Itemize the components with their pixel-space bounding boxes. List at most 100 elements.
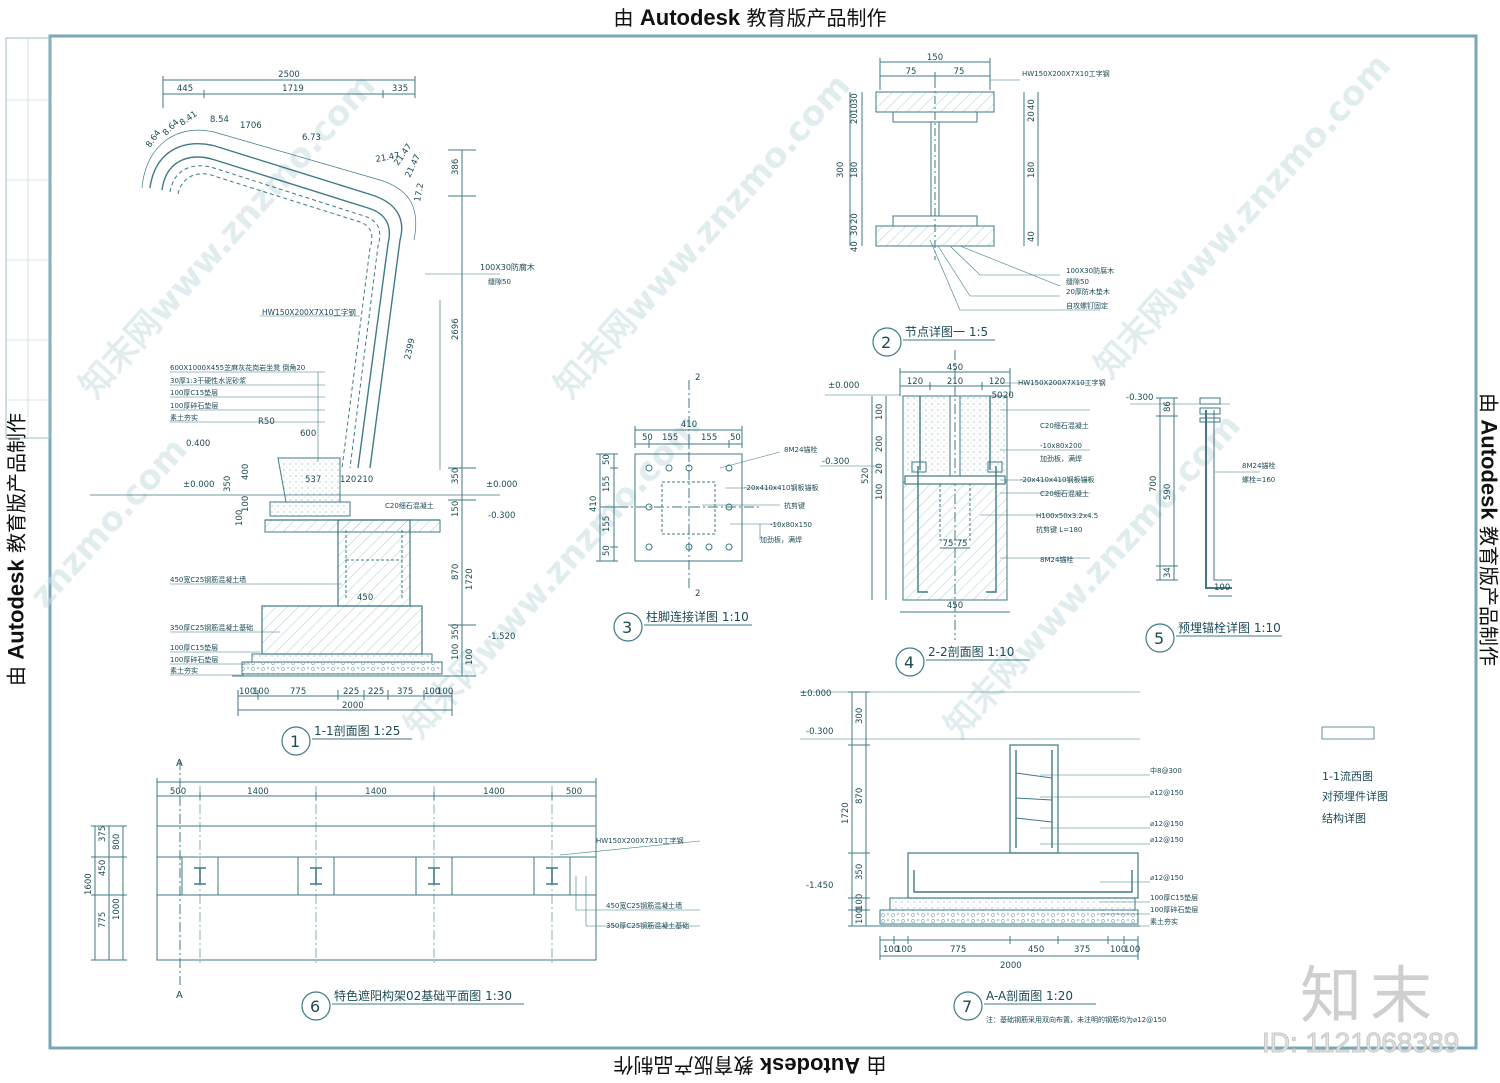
- d6-left-dim-4: 1000: [112, 898, 122, 920]
- outer-frame: [48, 34, 1478, 1050]
- d2-dim-5: 20: [850, 113, 860, 124]
- title-num-4: 4: [904, 653, 914, 672]
- d1-bottom-dim-7: 100: [437, 687, 453, 697]
- d1-right-dim-0: 386: [451, 159, 461, 175]
- d4-dim-2: 210: [947, 377, 963, 387]
- d1-note-1: 缝隙50: [488, 277, 511, 286]
- d1-right-dim-8: 100: [451, 644, 461, 660]
- title-num-6: 6: [310, 997, 320, 1016]
- legend-line-1: 1-1流西图: [1322, 769, 1373, 783]
- d5-dim-3: 34: [1163, 567, 1173, 578]
- d3-dim-2: 155: [662, 433, 678, 443]
- d1-left-dim-3: 100: [235, 510, 245, 526]
- d6-left-dim-2: 775: [98, 912, 108, 928]
- d1-level-3: -0.300: [488, 511, 515, 521]
- d6-note-1: 450宽C25钢筋混凝土墙: [606, 901, 682, 910]
- d7-note-3: ⌀12@150: [1150, 836, 1183, 844]
- d1-arc-dim-2: 8.41: [178, 109, 199, 128]
- d1-level-0: 0.400: [186, 439, 210, 449]
- d4-note-3: 加劲板，满焊: [1040, 454, 1082, 463]
- legend-line-2: 对预埋件详图: [1322, 789, 1388, 803]
- d6-note-0: HW150X200X7X10工字钢: [596, 836, 684, 845]
- title-num-1: 1: [290, 732, 300, 751]
- d1-top-dim-1: 445: [177, 84, 193, 94]
- d1-note-0: 100X30防腐木: [480, 262, 535, 272]
- drawing-7-section: [800, 691, 1150, 1021]
- anchor-bolt-hole: [725, 464, 733, 472]
- d1-note-3: 600X1000X455芝麻灰花岗岩坐凳 倒角20: [170, 363, 305, 372]
- d1-left-dim-2: 100: [241, 496, 251, 512]
- anchor-bolt-hole: [645, 543, 653, 551]
- image-id-label: ID: 1121068389: [1261, 1027, 1460, 1059]
- d2-dim-7: 300: [836, 162, 846, 178]
- d7-level-0: ±0.000: [800, 689, 831, 699]
- d3-dim-0: 410: [681, 420, 697, 430]
- d4-dim-6: 100: [875, 404, 885, 420]
- d2-dim-3: 30: [850, 93, 860, 104]
- d1-arc-dim-9: 17.2: [413, 182, 426, 202]
- d1-arc-dim-6: 21.47: [375, 151, 401, 165]
- d4-level-0: ±0.000: [828, 381, 859, 391]
- d7-dim-2: 1720: [841, 802, 851, 824]
- d7-dim-13: 2000: [1000, 961, 1022, 971]
- d3-dim-1: 50: [642, 433, 653, 443]
- d7-dim-5: 100: [855, 908, 865, 924]
- d3-dim-4: 50: [730, 433, 741, 443]
- d4-dim-3: 120: [989, 377, 1005, 387]
- watermark-5: 知末网www.znzmo.com: [1087, 46, 1399, 386]
- d2-dim-8: 40: [1027, 99, 1037, 110]
- d5-dim-0: 86: [1163, 401, 1173, 412]
- drawing-7-text: ±0.000-0.300-1.4503008701720350100100100…: [800, 689, 1198, 971]
- d7-note-4: ⌀12@150: [1150, 874, 1183, 882]
- d7-note-6: 100厚碎石垫层: [1150, 905, 1198, 914]
- d2-dim-12: 20: [850, 213, 860, 224]
- d5-note-0: 8M24锚栓: [1242, 461, 1275, 470]
- d1-right-dim-6: 1720: [465, 568, 475, 590]
- d3-note-1: -20x410x410钢板锚板: [744, 483, 818, 492]
- drawing-titles: 1 1-1剖面图 1:25 2 节点详图一 1:5 3 柱脚连接详图 1:10 …: [290, 324, 1281, 1024]
- d1-note-7: 素土夯实: [170, 413, 198, 422]
- d6-top-dim-4: 500: [566, 787, 582, 797]
- title-circle-4: [895, 647, 925, 677]
- d1-top-dim-0: 2500: [278, 70, 300, 80]
- d1-note-11: 100厚C15垫层: [170, 643, 218, 652]
- d1-note-6: 100厚碎石垫层: [170, 401, 218, 410]
- anchor-bolt-hole: [685, 543, 693, 551]
- d5-dim-4: 100: [1214, 583, 1230, 593]
- drawing-2-node: [849, 58, 1100, 357]
- d4-dim-11: 75: [943, 539, 954, 549]
- d1-right-dim-9: 100: [465, 649, 475, 665]
- title-label-6: 特色遮阳构架02基础平面图 1:30: [334, 988, 512, 1003]
- d3-dim-7: 155: [602, 516, 612, 532]
- d7-dim-11: 100: [1110, 945, 1126, 955]
- d4-dim-5: 20: [1003, 391, 1014, 401]
- d1-right-dim-3: 350: [451, 468, 461, 484]
- d1-right-dim-5: 870: [451, 564, 461, 580]
- d1-right-dim-2: 2399: [403, 337, 417, 360]
- anchor-bolt-hole: [645, 503, 653, 511]
- title-circle-7: [953, 991, 983, 1021]
- d2-dim-1: 75: [906, 67, 917, 77]
- d1-level-1: ±0.000: [183, 480, 214, 490]
- d1-note-5: 100厚C15垫层: [170, 388, 218, 397]
- title-circle-5: [1145, 623, 1175, 653]
- d1-note-12: 100厚碎石垫层: [170, 655, 218, 664]
- d6-top-dim-2: 1400: [365, 787, 387, 797]
- d6-top-dim-3: 1400: [483, 787, 505, 797]
- d1-mid-dim-5: R50: [258, 417, 275, 427]
- d7-note-0: 中8@300: [1150, 766, 1182, 775]
- d1-bottom-dim-8: 2000: [342, 701, 364, 711]
- d7-dim-10: 375: [1074, 945, 1090, 955]
- d5-dim-1: 700: [1149, 476, 1159, 492]
- d4-dim-1: 120: [907, 377, 923, 387]
- d1-note-8: C20细石混凝土: [385, 501, 434, 510]
- d7-note-2: ⌀12@150: [1150, 820, 1183, 828]
- d6-left-dim-0: 375: [98, 826, 108, 842]
- d1-mid-dim-3: 210: [357, 475, 373, 485]
- d2-dim-4: 10: [850, 103, 860, 114]
- d2-note-1: 100X30防腐木: [1066, 266, 1114, 275]
- d7-dim-9: 450: [1028, 945, 1044, 955]
